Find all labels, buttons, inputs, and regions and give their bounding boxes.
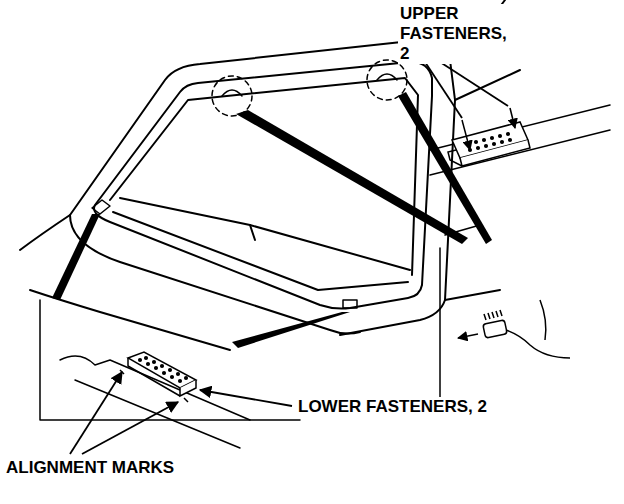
alignment-marks-label: ALIGNMENT MARKS [4, 458, 176, 478]
lower-fasteners-label: LOWER FASTENERS, 2 [296, 397, 489, 417]
upper-fasteners-label: UPPER FASTENERS, 2 [398, 4, 520, 64]
